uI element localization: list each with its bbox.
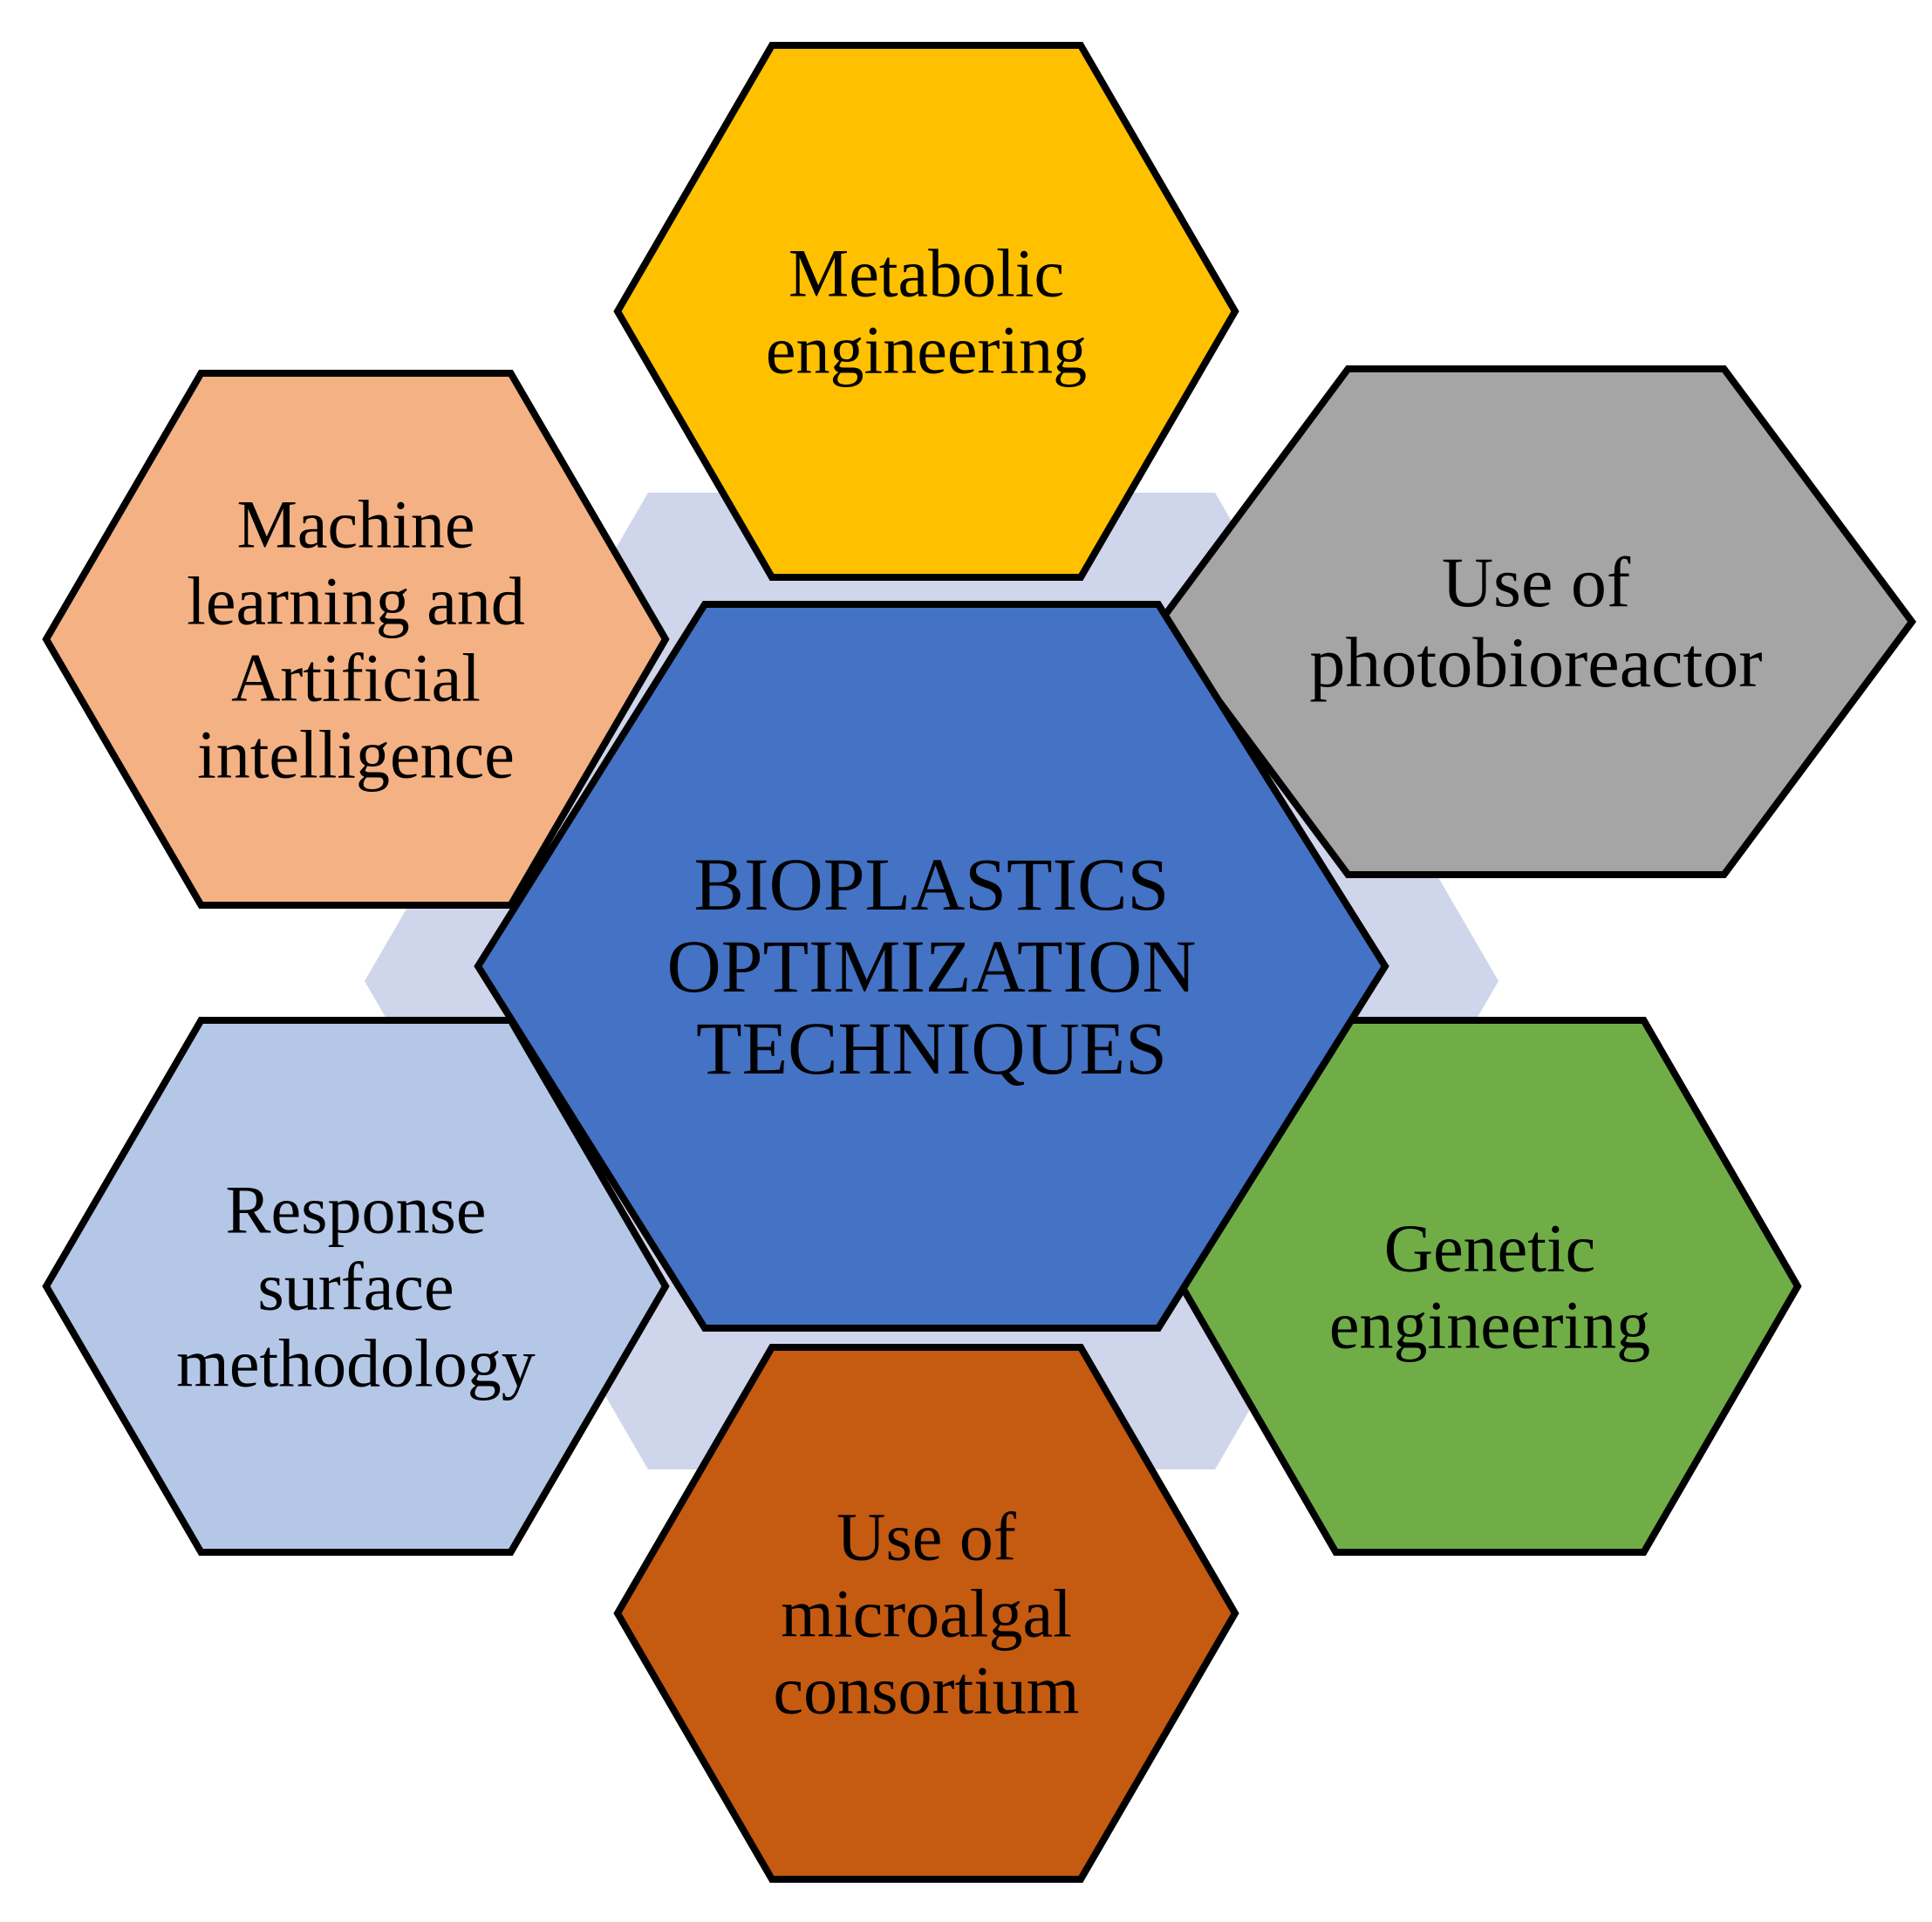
label-machine-learning-and-artificial-intelligence-line-3: Artificial — [231, 640, 481, 716]
label-response-surface-methodology-line-2: surface — [257, 1249, 454, 1325]
label-machine-learning-and-artificial-intelligence-line-4: intelligence — [197, 717, 515, 793]
label-genetic-engineering-line-1: Genetic — [1384, 1210, 1596, 1286]
label-use-of-microalgal-consortium-line-3: consortium — [774, 1653, 1080, 1728]
hexagon-use-of-microalgal-consortium — [613, 1344, 1239, 1883]
label-response-surface-methodology-line-1: Response — [226, 1172, 487, 1248]
label-use-of-photobioreactor-line-2: photobioreactor — [1309, 623, 1762, 702]
label-use-of-microalgal-consortium-line-1: Use of — [836, 1499, 1016, 1575]
label-metabolic-engineering-line-1: Metabolic — [789, 235, 1064, 311]
label-machine-learning-and-artificial-intelligence-line-2: learning and — [187, 563, 525, 639]
label-use-of-microalgal-consortium-line-2: microalgal — [781, 1576, 1072, 1652]
hexagon-use-of-photobioreactor — [1156, 365, 1916, 878]
hexagon-response-surface-methodology — [42, 1017, 670, 1556]
label-metabolic-engineering-line-2: engineering — [766, 312, 1087, 388]
center-title-line-1: BIOPLASTICS — [694, 842, 1170, 926]
label-genetic-engineering-line-2: engineering — [1329, 1287, 1650, 1363]
label-use-of-photobioreactor-line-1: Use of — [1442, 542, 1631, 622]
center-title-line-3: TECHNIQUES — [696, 1006, 1167, 1090]
hexagon-machine-learning-and-artificial-intelligence — [42, 370, 670, 909]
hexagon-metabolic-engineering — [613, 42, 1239, 581]
label-machine-learning-and-artificial-intelligence-line-1: Machine — [237, 487, 475, 562]
center-title-line-2: OPTIMIZATION — [667, 924, 1197, 1008]
center-hexagon — [474, 601, 1389, 1332]
label-response-surface-methodology-line-3: methodology — [176, 1326, 536, 1401]
